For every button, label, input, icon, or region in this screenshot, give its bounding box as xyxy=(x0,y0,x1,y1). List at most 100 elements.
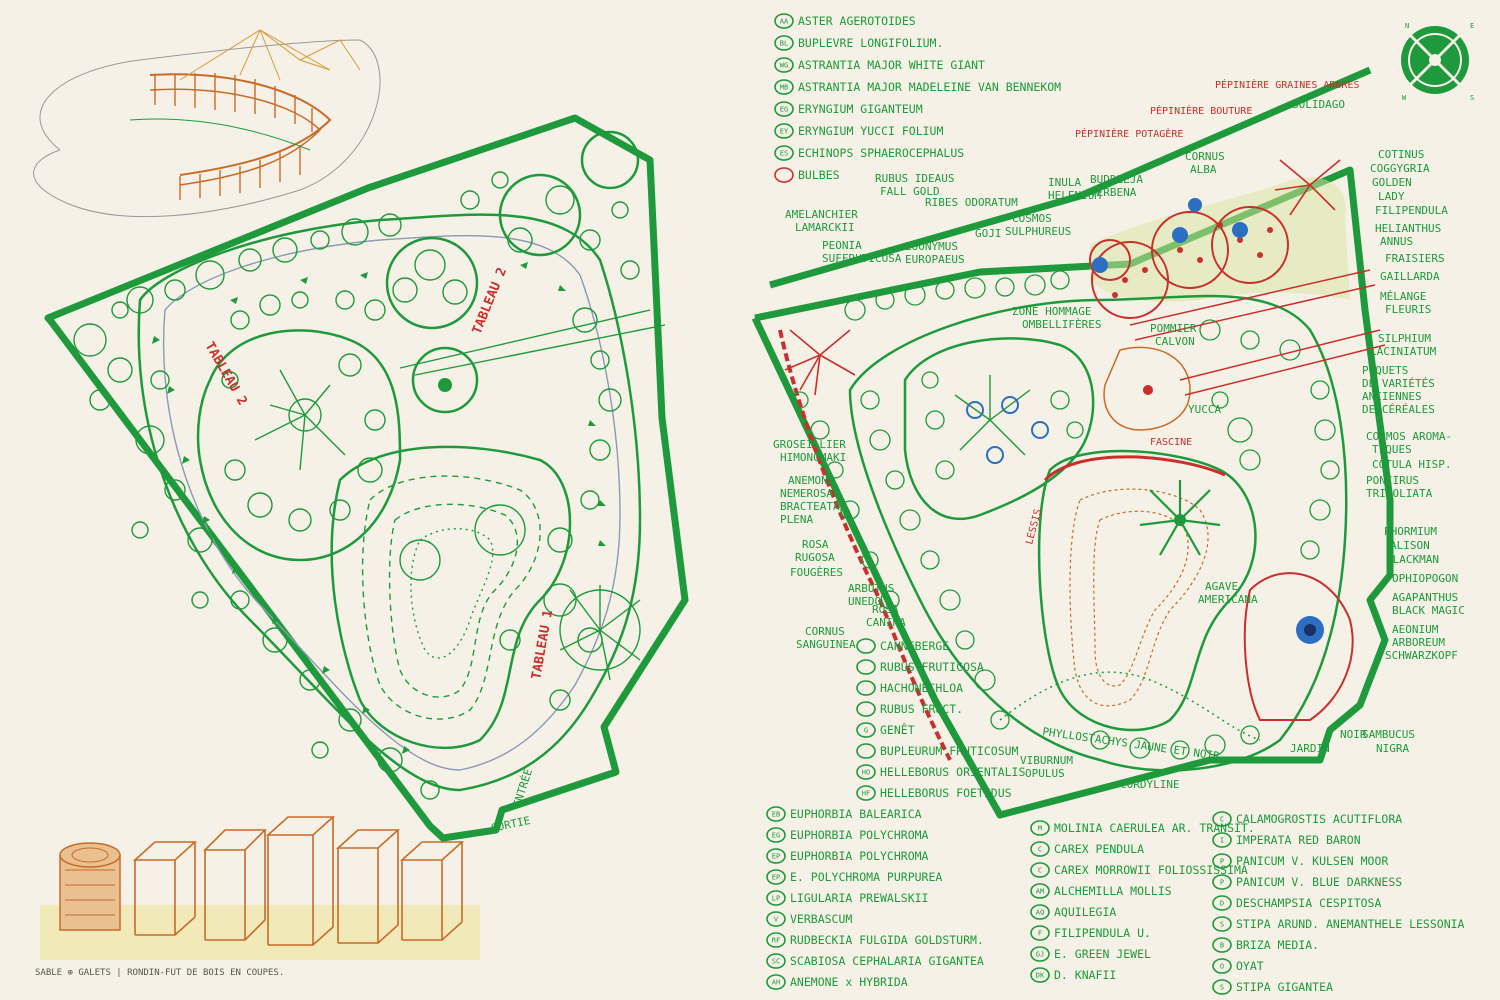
legend-code: B xyxy=(1220,942,1224,950)
legend-symbol xyxy=(1030,841,1050,857)
plant-label: ALISON xyxy=(1390,539,1430,552)
plant-label: SANGUINEA xyxy=(796,638,856,651)
plant-label: ANCIENNES xyxy=(1362,390,1422,403)
legend-name: HELLEBORUS FOETIDUS xyxy=(880,786,1012,800)
plant-label: PONCIRUS xyxy=(1366,474,1419,487)
plant-label: HELIANTHUS xyxy=(1375,222,1441,235)
plant-label: TRIFOLIATA xyxy=(1366,487,1433,500)
legend-name: HACHONECHLOA xyxy=(880,681,963,695)
legend-name: RUBUS FRUTICOSA xyxy=(880,660,984,674)
plant-label: FASCINE xyxy=(1150,437,1192,448)
plant-label: SCHWARZKOPF xyxy=(1385,649,1458,662)
legend-name: AQUILEGIA xyxy=(1054,905,1116,919)
legend-symbol xyxy=(766,911,786,927)
plant-label: FRAISIERS xyxy=(1385,252,1445,265)
plant-label: POMMIER xyxy=(1150,322,1197,335)
legend-code: C xyxy=(1038,867,1042,875)
legend-name: IMPERATA RED BARON xyxy=(1236,833,1361,847)
legend-code: SC xyxy=(772,958,780,966)
agave-star xyxy=(1139,480,1221,556)
plant-label: VIBURNUM xyxy=(1020,754,1073,767)
legend-item: HO HELLEBORUS ORIENTALIS xyxy=(856,764,1025,780)
plant-label: FILIPENDULA xyxy=(1375,204,1448,217)
plant-label: COSMOS xyxy=(1012,212,1052,225)
plant-label: FOUGÈRES xyxy=(790,566,843,579)
legend-name: D. KNAFII xyxy=(1054,968,1116,982)
plant-label: FLEURIS xyxy=(1385,303,1431,316)
caption-text: SABLE ⊕ GALETS | RONDIN-FUT DE BOIS EN C… xyxy=(35,968,284,978)
legend-code: LP xyxy=(772,895,780,903)
plant-label: CORDYLINE xyxy=(1120,778,1180,791)
plant-label: POQUETS xyxy=(1362,364,1408,377)
legend-name: PANICUM V. KULSEN MOOR xyxy=(1236,854,1388,868)
legend-code: C xyxy=(1220,816,1224,824)
pepiniere-graines-label: PÉPINIÈRE GRAINES ARBRES xyxy=(1215,78,1360,91)
legend-name: HELLEBORUS ORIENTALIS xyxy=(880,765,1025,779)
plant-label: ROSA xyxy=(802,538,829,551)
legend-symbol xyxy=(1212,874,1232,890)
legend-symbol xyxy=(1030,904,1050,920)
legend-symbol xyxy=(1212,895,1232,911)
legend-symbol xyxy=(856,659,876,675)
plant-label: AMERICANA xyxy=(1198,593,1258,606)
plant-label: BUDDLEJA xyxy=(1090,173,1143,186)
legend-code: BL xyxy=(780,40,788,48)
legend-name: ASTRANTIA MAJOR WHITE GIANT xyxy=(798,58,985,72)
legend-symbol xyxy=(774,57,794,73)
legend-code: EG xyxy=(772,832,780,840)
legend-symbol xyxy=(856,701,876,717)
legend-symbol xyxy=(766,932,786,948)
legend-symbol xyxy=(1212,979,1232,995)
legend-symbol xyxy=(774,145,794,161)
legend-symbol xyxy=(856,722,876,738)
compass-n: N xyxy=(1405,22,1409,30)
legend-symbol xyxy=(1030,862,1050,878)
legend-code: HO xyxy=(862,769,870,777)
legend-code: C xyxy=(1038,846,1042,854)
legend-name: STIPA ARUND. ANEMANTHELE LESSONIA xyxy=(1236,917,1465,931)
plant-label: SUFFRUTICOSA xyxy=(822,252,902,265)
legend-name: ECHINOPS SPHAEROCEPHALUS xyxy=(798,146,964,160)
plant-label: GAILLARDA xyxy=(1380,270,1440,283)
sortie-label: SORTIE xyxy=(490,814,532,835)
plant-label: NEMEROSA xyxy=(780,487,833,500)
legend-symbol xyxy=(766,848,786,864)
legend-symbol xyxy=(766,869,786,885)
legend-item: DK D. KNAFII xyxy=(1030,967,1116,983)
plant-label: ARBOREUM xyxy=(1392,636,1445,649)
plant-label: SULPHUREUS xyxy=(1005,225,1071,238)
legend-name: PANICUM V. BLUE DARKNESS xyxy=(1236,875,1402,889)
plant-label: NOIR xyxy=(1340,728,1367,741)
legend-symbol xyxy=(856,764,876,780)
legend-symbol xyxy=(1030,883,1050,899)
plant-label: LACINIATUM xyxy=(1370,345,1437,358)
legend-code: RF xyxy=(772,937,780,945)
plant-label: RUGOSA xyxy=(795,551,835,564)
plant-label: ANEMONA xyxy=(788,474,835,487)
legend-symbol xyxy=(774,101,794,117)
legend-name: CAREX MORROWII FOLIOSSISSIMA xyxy=(1054,863,1248,877)
plant-labels: AMELANCHIER LAMARCKII PEONIA SUFFRUTICOS… xyxy=(773,148,1465,791)
legend-name: EUPHORBIA POLYCHROMA xyxy=(790,828,929,842)
legend-symbol xyxy=(1212,853,1232,869)
plant-label: OPULUS xyxy=(1025,767,1065,780)
plant-label: CORNUS xyxy=(805,625,845,638)
legend-name: ANEMONE x HYBRIDA xyxy=(790,975,908,989)
plant-label: ROSA xyxy=(872,603,899,616)
plant-label: LESSIS xyxy=(1024,508,1044,546)
legend-code: DK xyxy=(1036,972,1045,980)
legend-symbol xyxy=(1030,820,1050,836)
plant-label: COGGYGRIA xyxy=(1370,162,1430,175)
